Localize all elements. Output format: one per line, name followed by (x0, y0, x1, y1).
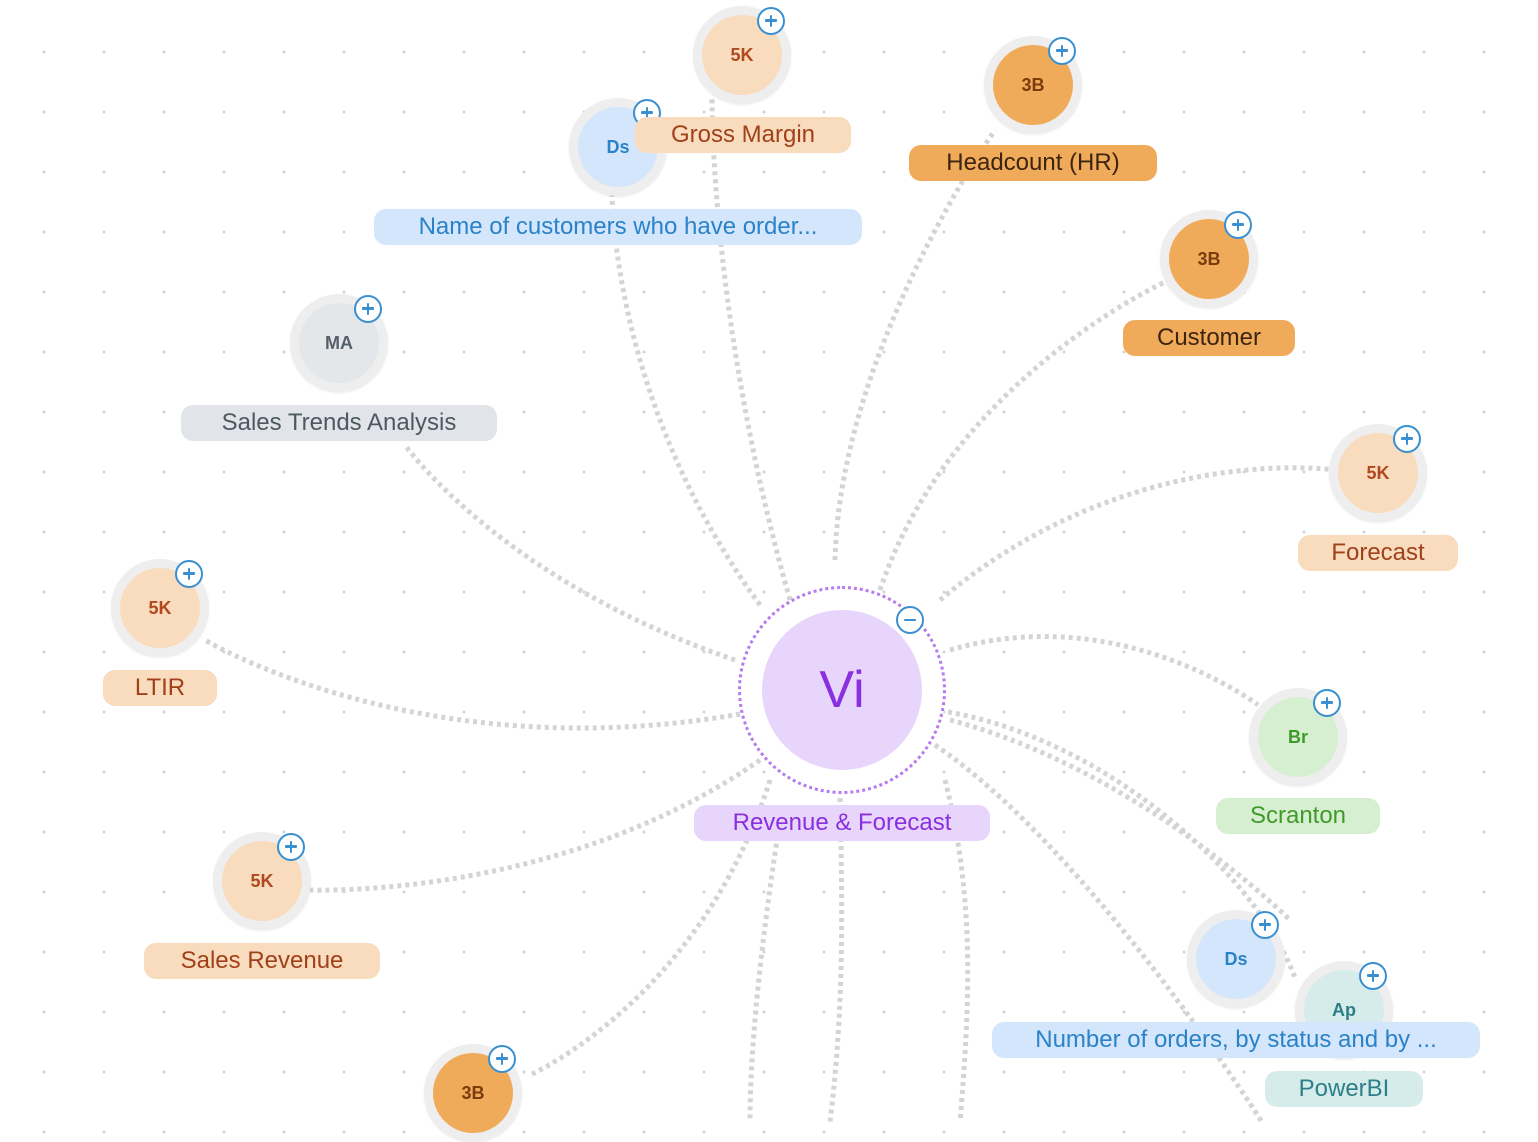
node-label[interactable]: Headcount (HR) (909, 145, 1157, 181)
node-label[interactable]: Name of customers who have order... (374, 209, 862, 245)
node-label[interactable]: Sales Revenue (144, 943, 380, 979)
edge-offscreen-1 (942, 779, 971, 1122)
expand-plus-icon[interactable] (1250, 910, 1279, 939)
edge-bottom-node (528, 779, 773, 1078)
edge-orders-by-status (949, 717, 1292, 922)
node-label[interactable]: Forecast (1298, 535, 1458, 571)
node-label[interactable]: Scranton (1216, 798, 1380, 834)
expand-plus-icon[interactable] (1358, 961, 1387, 990)
node-label[interactable]: Number of orders, by status and by ... (992, 1022, 1480, 1058)
node-label[interactable]: Customer (1123, 320, 1295, 356)
edge-sales-revenue (309, 757, 762, 893)
node-label[interactable]: PowerBI (1265, 1071, 1423, 1107)
edge-customers-ordered (609, 189, 763, 607)
edge-scranton (949, 634, 1260, 708)
expand-plus-icon[interactable] (353, 294, 382, 323)
node-badge[interactable]: MA (299, 303, 379, 383)
edge-customer (877, 279, 1167, 591)
edge-ltir (203, 637, 741, 731)
edge-sales-trends-analysis (402, 443, 736, 663)
center-node-badge[interactable]: Vi (762, 610, 922, 770)
center-node-label[interactable]: Revenue & Forecast (694, 805, 990, 841)
node-label[interactable]: Gross Margin (635, 117, 851, 153)
edge-offscreen-2 (747, 819, 783, 1122)
node-label[interactable]: LTIR (103, 670, 217, 706)
expand-plus-icon[interactable] (1392, 424, 1421, 453)
edge-gross-margin (709, 97, 793, 601)
expand-plus-icon[interactable] (174, 559, 203, 588)
edge-forecast (938, 465, 1336, 602)
expand-plus-icon[interactable] (756, 6, 785, 35)
expand-plus-icon[interactable] (1312, 688, 1341, 717)
expand-plus-icon[interactable] (1223, 210, 1252, 239)
node-label[interactable]: Sales Trends Analysis (181, 405, 497, 441)
collapse-minus-icon[interactable] (896, 606, 924, 634)
edge-offscreen-3 (947, 709, 1298, 979)
expand-plus-icon[interactable] (1047, 36, 1076, 65)
edge-headcount-hr (832, 128, 998, 561)
expand-plus-icon[interactable] (487, 1044, 516, 1073)
expand-plus-icon[interactable] (276, 832, 305, 861)
edge-powerbi (933, 742, 1265, 1122)
